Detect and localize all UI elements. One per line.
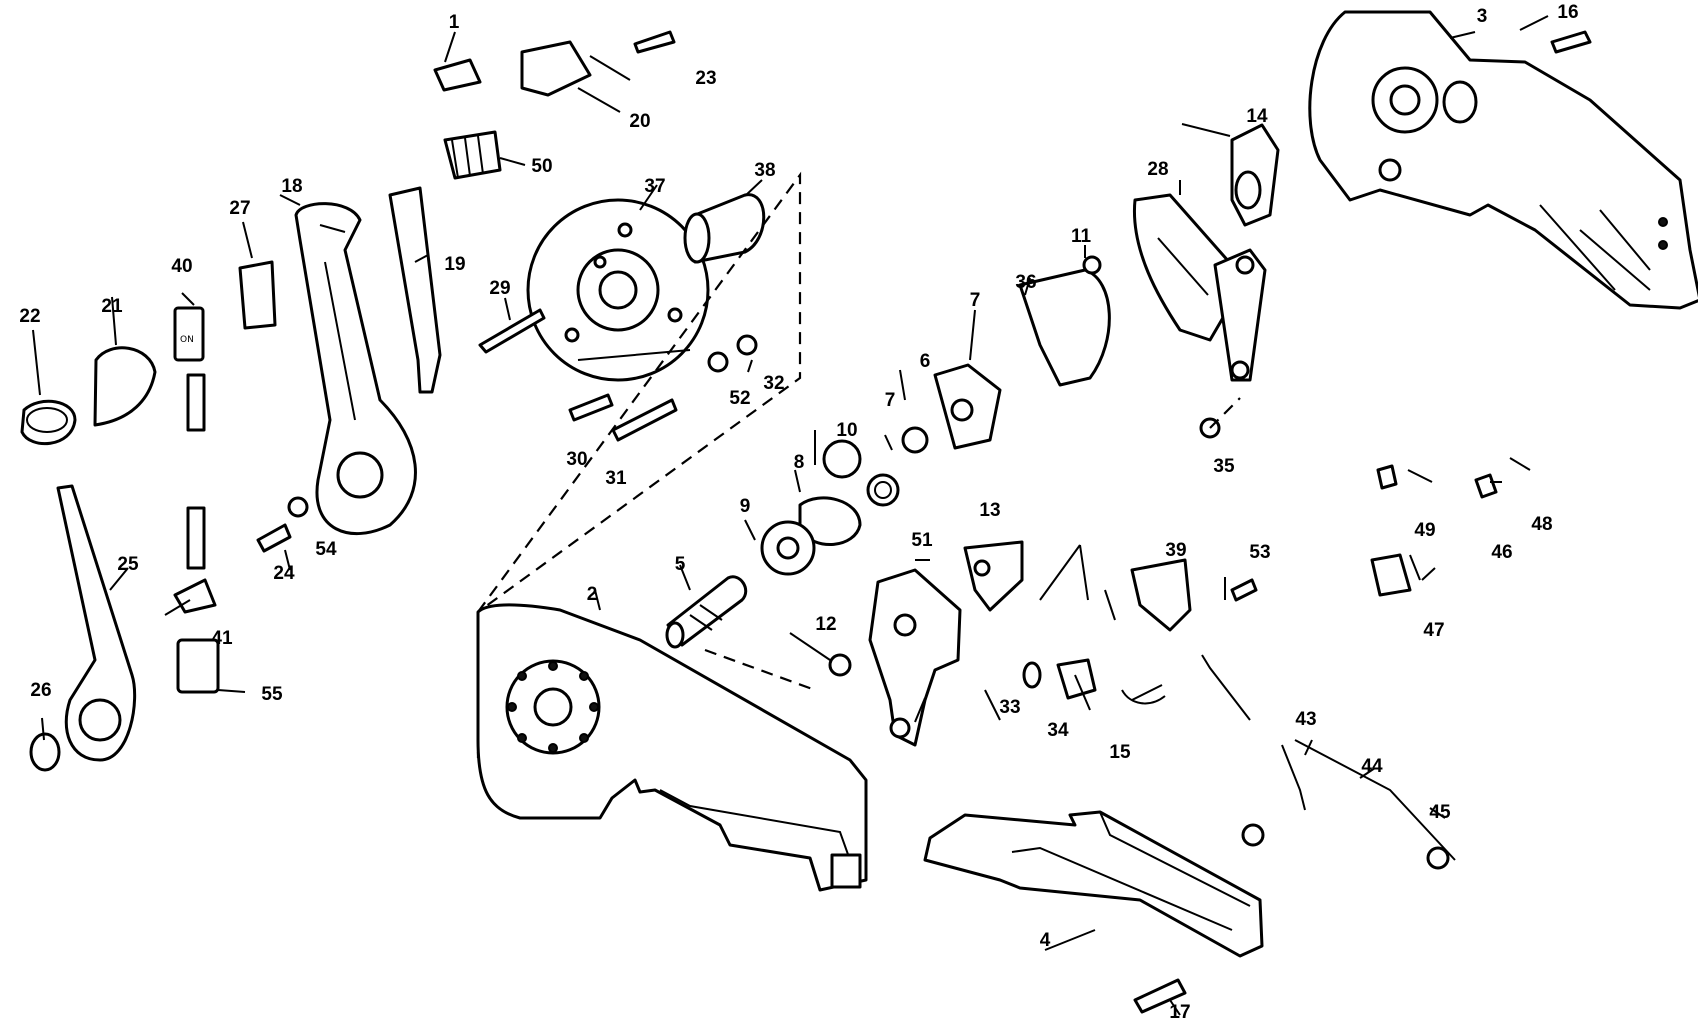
callout-8: 8 — [794, 452, 805, 473]
callout-3: 3 — [1477, 6, 1488, 27]
callout-53: 53 — [1249, 542, 1270, 563]
callout-13: 13 — [979, 500, 1000, 521]
callout-5: 5 — [675, 554, 686, 575]
right-housing-cover — [1308, 10, 1698, 310]
callout-43: 43 — [1295, 709, 1316, 730]
callout-12: 12 — [815, 614, 836, 635]
leader-lines — [32, 15, 1549, 1016]
callout-25: 25 — [117, 554, 139, 575]
handle-arm — [56, 484, 137, 762]
callout-20: 20 — [629, 111, 650, 132]
left-housing-cover — [476, 603, 868, 892]
callout-50: 50 — [531, 156, 552, 177]
shift-bracket — [1132, 193, 1267, 382]
callout-23: 23 — [695, 68, 716, 89]
sleeve — [683, 193, 766, 264]
callout-15: 15 — [1109, 742, 1131, 763]
callout-41: 41 — [211, 628, 233, 649]
callout-26: 26 — [30, 680, 51, 701]
callout-1: 1 — [449, 12, 460, 33]
callout-24: 24 — [273, 563, 295, 584]
assembly-guides — [476, 171, 1241, 758]
callout-44: 44 — [1361, 756, 1383, 777]
callout-7a: 7 — [970, 290, 981, 311]
callout-21: 21 — [101, 296, 123, 317]
callout-45: 45 — [1429, 802, 1451, 823]
callout-33: 33 — [999, 697, 1020, 718]
small-parts: ON — [20, 30, 1592, 1014]
cam-plate — [868, 568, 962, 747]
callout-6: 6 — [920, 351, 931, 372]
callout-49: 49 — [1414, 520, 1435, 541]
callout-17: 17 — [1169, 1002, 1190, 1023]
control-lever — [294, 202, 417, 535]
callout-19: 19 — [444, 254, 465, 275]
switch-on-label: ON — [180, 335, 194, 345]
callout-16: 16 — [1557, 2, 1578, 23]
shaft — [665, 575, 748, 649]
callout-46: 46 — [1491, 542, 1512, 563]
callout-14: 14 — [1246, 106, 1268, 127]
callout-9: 9 — [740, 496, 751, 517]
callout-18: 18 — [281, 176, 302, 197]
callout-27: 27 — [229, 198, 250, 219]
callout-31: 31 — [605, 468, 627, 489]
flange-plate — [526, 198, 710, 382]
callout-32: 32 — [763, 373, 784, 394]
callout-47: 47 — [1423, 620, 1444, 641]
callout-28: 28 — [1147, 159, 1168, 180]
callout-36: 36 — [1015, 272, 1036, 293]
callout-39: 39 — [1165, 540, 1186, 561]
callout-54: 54 — [315, 539, 337, 560]
callout-7b: 7 — [885, 390, 896, 411]
callout-4: 4 — [1040, 930, 1051, 951]
bottom-tray — [923, 810, 1264, 958]
callout-51: 51 — [911, 530, 933, 551]
callout-11: 11 — [1071, 226, 1092, 247]
callout-10: 10 — [836, 420, 857, 441]
callout-52: 52 — [729, 388, 750, 409]
callout-55: 55 — [261, 684, 283, 705]
callout-29: 29 — [489, 278, 510, 299]
callout-numbers: 1 2 3 4 5 6 7 7 8 9 10 11 12 13 14 15 16… — [19, 2, 1578, 1023]
callout-37: 37 — [644, 176, 665, 197]
callout-22: 22 — [19, 306, 40, 327]
callout-40: 40 — [171, 256, 192, 277]
callout-34: 34 — [1047, 720, 1069, 741]
callout-38: 38 — [754, 160, 775, 181]
callout-48: 48 — [1531, 514, 1552, 535]
callout-2: 2 — [587, 584, 598, 605]
callout-30: 30 — [566, 449, 587, 470]
callout-35: 35 — [1213, 456, 1235, 477]
